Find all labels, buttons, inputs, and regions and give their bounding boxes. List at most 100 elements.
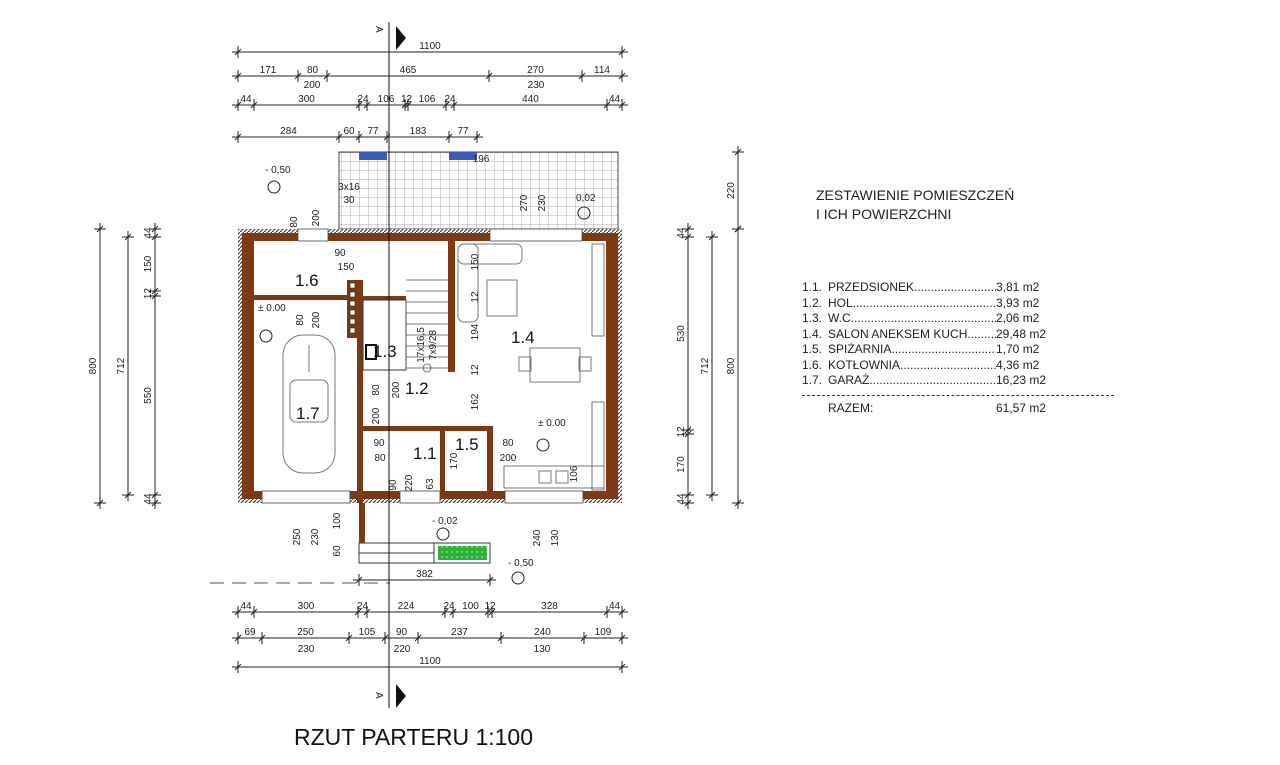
dimension-label: 220 [404,474,415,491]
room-area: 3,93 m2 [996,295,1040,310]
dimension-label: 24 [443,601,455,612]
dimension-label: 250 [297,627,314,638]
room-area: 29,48 m2 [996,326,1047,341]
dimension-label: 170 [676,456,687,473]
dimension-label: 194 [470,323,481,340]
dimension-label: 200 [311,311,322,328]
schedule-heading-2: I ICH POWIERZCHNI [816,206,952,222]
dimension-label: 150 [143,255,154,272]
level-ground-nw: - 0,50 [265,165,291,176]
room-name: GARAŻ [828,373,996,389]
dimension-label: 440 [522,94,539,105]
dimension-label: 69 [244,627,256,638]
dimension-label: 44 [609,94,621,105]
dimension-label: 200 [371,407,382,424]
room-area: 3,81 m2 [996,280,1040,294]
schedule-row: 1.7.GARAŻ16,23 m2 [802,373,1122,389]
room-area: 4,36 m2 [996,357,1040,372]
room-label-1-2: 1.2 [405,379,429,398]
dimension-label: 24 [444,94,456,105]
dimension-label: 105 [359,627,376,638]
dimension-label: 240 [534,627,551,638]
living-furniture [457,243,605,491]
dimension-label: 200 [391,381,402,398]
planter-grass [438,546,487,560]
dimension-label: 44 [240,94,252,105]
dimension-label: 183 [410,126,427,137]
terrace [338,151,619,230]
dimension-label: 240 [532,529,543,546]
dimension-label: 12 [470,364,481,376]
dimension-label: 230 [310,528,321,545]
dimension-label: 12 [401,94,413,105]
dimension-label: 63 [425,478,436,490]
dimension-label: 1100 [419,41,441,52]
dimension-label: 100 [332,512,343,529]
level-terrace: 0,02 [576,193,596,204]
room-number: 1.1. [802,280,823,294]
dimension-label: 80 [307,65,319,76]
dimension-label: 44 [609,601,621,612]
level-entry: - 0,02 [432,516,458,527]
section-label-top: A [373,26,384,33]
section-arrow-top [396,26,406,50]
dimension-label: 44 [240,601,252,612]
dimension-label: 30 [343,195,355,206]
room-number: 1.3. [802,311,823,325]
dimension-label: 237 [451,627,468,638]
dimension-label: 270 [519,194,530,211]
level-living: ± 0.00 [538,418,566,429]
dimension-label: 3x16 [338,182,360,193]
room-label-1-4: 1.4 [511,328,535,347]
dimension-label: 150 [470,253,481,270]
dimension-label: 800 [88,357,99,374]
dimension-label: 17x16,5 [416,327,427,363]
dimension-label: 80 [502,438,514,449]
dimension-label: 90 [373,438,385,449]
dimension-label: 530 [676,325,687,342]
room-name: PRZEDSIONEK [828,280,996,296]
room-number: 1.5. [802,342,823,356]
room-label-1-3: 1.3 [373,342,397,361]
room-name: W.C [828,311,996,327]
dimension-label: 44 [676,227,687,239]
room-number: 1.4. [802,326,823,341]
schedule-row: 1.5.SPIŻARNIA1,70 m2 [802,342,1122,358]
dimension-label: 196 [473,154,490,165]
room-schedule: ZESTAWIENIE POMIESZCZEŃ I ICH POWIERZCHN… [802,186,1122,415]
level-ground-se: - 0,50 [508,558,534,569]
dimension-label: 300 [298,94,315,105]
dimension-label: 230 [537,194,548,211]
dimension-label: 12 [143,288,154,300]
room-number: 1.2. [802,295,823,310]
dimension-label: 106 [378,94,395,105]
dimension-label: 106 [419,94,436,105]
dimension-label: 24 [357,601,369,612]
schedule-heading-1: ZESTAWIENIE POMIESZCZEŃ [816,187,1015,203]
dimension-label: 150 [338,262,355,273]
dimension-label: 170 [449,452,460,469]
dimension-label: 44 [676,493,687,505]
level-markers [259,180,591,585]
schedule-row: 1.3. W.C2,06 m2 [802,311,1122,327]
window-blue-2 [449,152,477,160]
dimension-label: 7x9/28 [428,330,439,360]
dimension-label: 12 [676,426,687,438]
dimension-label: 224 [398,601,415,612]
dimension-label: 60 [343,126,355,137]
dimension-label: 1100 [419,656,441,667]
dimension-label: 106 [569,465,580,482]
room-area: 1,70 m2 [996,342,1040,356]
room-area: 16,23 m2 [996,373,1047,387]
room-name: KOTŁOWNIA [828,358,996,374]
room-area: 2,06 m2 [996,311,1040,325]
dimension-label: 171 [260,65,277,76]
room-name: SALON ANEKSEM KUCH [828,327,996,343]
dimension-label: 77 [367,126,379,137]
dimension-label: 284 [280,126,297,137]
room-label-1-7: 1.7 [296,404,320,423]
dimension-label: 200 [304,80,321,91]
room-name: HOL [828,296,996,312]
windows [261,228,584,504]
